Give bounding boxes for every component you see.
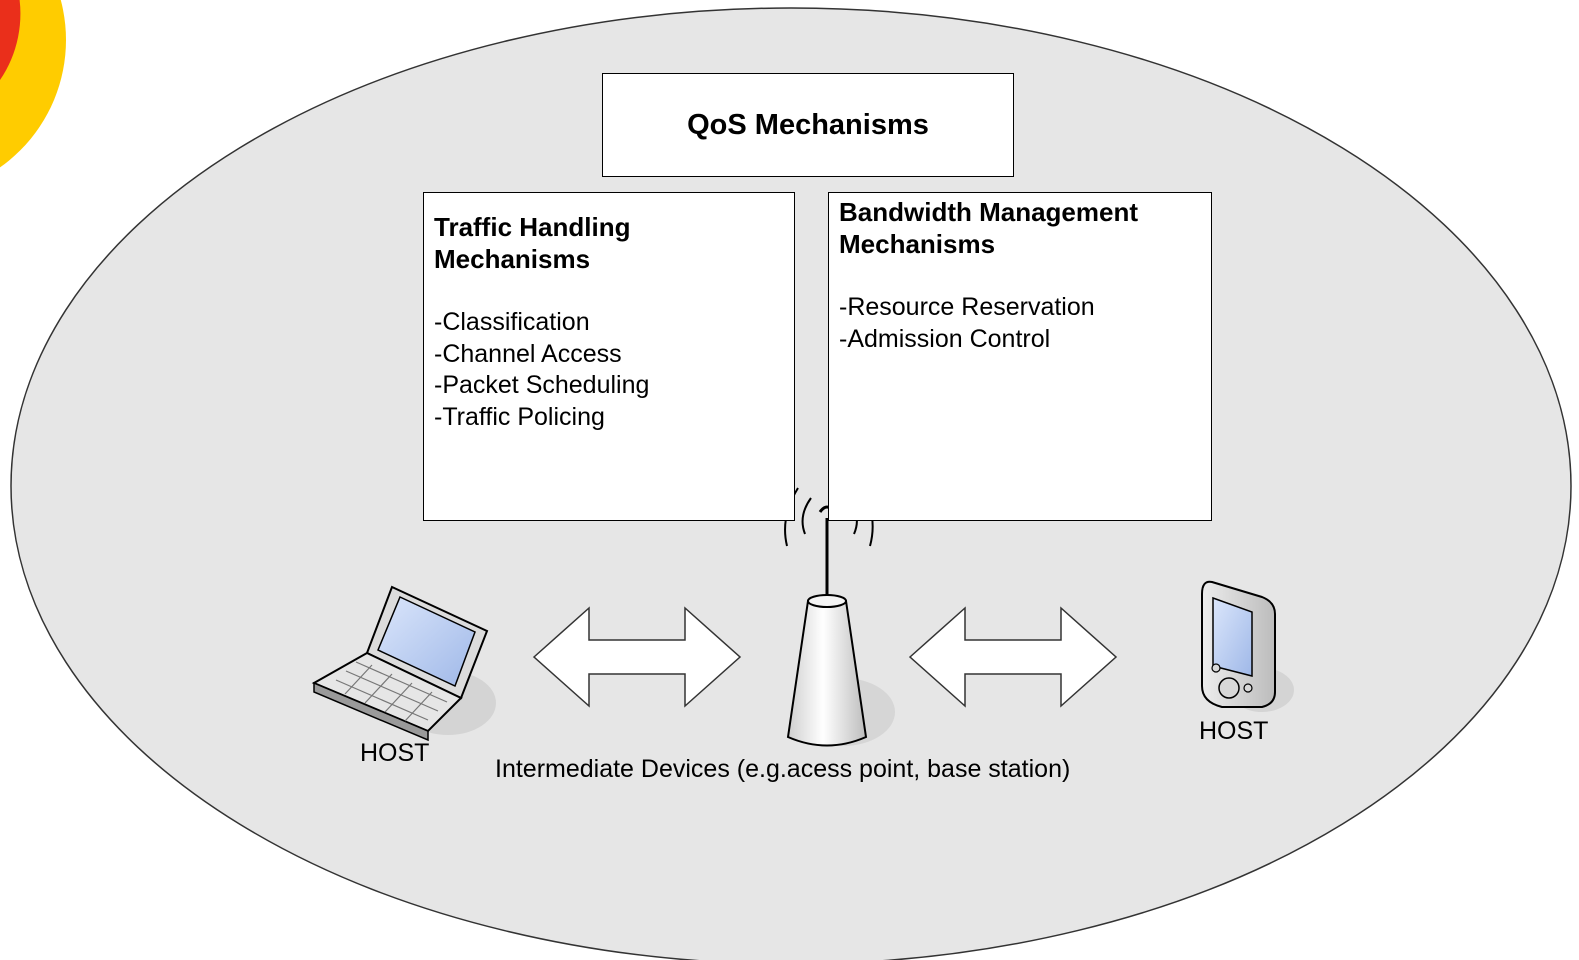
list-item: -Channel Access xyxy=(434,339,622,368)
bandwidth-management-box: Bandwidth Management Mechanisms -Resourc… xyxy=(828,192,1212,521)
laptop-icon xyxy=(311,585,496,742)
list-item: -Resource Reservation xyxy=(839,293,1095,321)
double-arrow-icon xyxy=(908,606,1118,708)
traffic-handling-list: -Classification -Channel Access -Packet … xyxy=(434,307,784,433)
traffic-handling-title: Traffic Handling Mechanisms xyxy=(434,212,631,274)
list-item: -Admission Control xyxy=(839,324,1051,353)
bandwidth-management-title: Bandwidth Management Mechanisms xyxy=(839,197,1139,259)
double-arrow-icon xyxy=(532,606,742,708)
access-point-icon xyxy=(786,505,895,747)
list-item: -Classification xyxy=(434,308,590,336)
list-item: -Packet Scheduling xyxy=(434,371,650,399)
list-item: -Traffic Policing xyxy=(434,402,605,431)
host-left-label: HOST xyxy=(360,739,430,767)
pda-phone-icon xyxy=(1201,580,1294,712)
intermediate-devices-label: Intermediate Devices (e.g.acess point, b… xyxy=(495,755,1071,783)
host-right-label: HOST xyxy=(1199,717,1269,745)
bandwidth-management-list: -Resource Reservation -Admission Control xyxy=(839,292,1201,355)
traffic-handling-box: Traffic Handling Mechanisms -Classificat… xyxy=(423,192,795,521)
qos-mechanisms-box: QoS Mechanisms xyxy=(602,73,1014,177)
qos-title: QoS Mechanisms xyxy=(687,108,929,141)
corner-decoration xyxy=(0,0,66,168)
